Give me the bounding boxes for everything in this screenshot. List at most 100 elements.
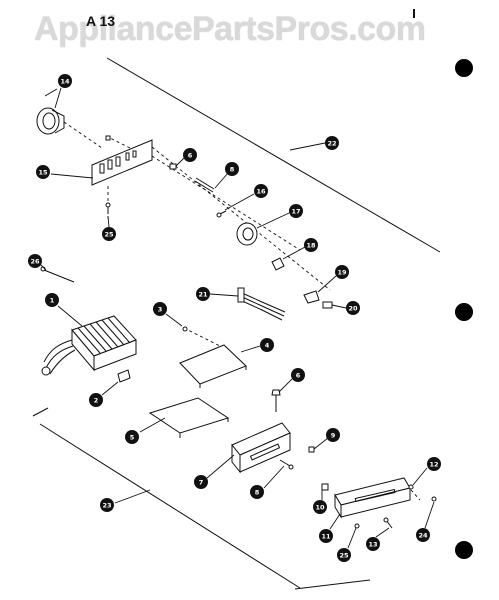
callout-number: 2 — [94, 396, 99, 404]
callout-24: 24 — [416, 528, 430, 542]
callout-number: 23 — [102, 501, 111, 509]
callout-bubble — [289, 204, 303, 218]
lower-assembly-bracket — [32, 407, 371, 590]
callout-11: 11 — [319, 529, 333, 543]
callout-bubble — [100, 498, 114, 512]
callout-3: 3 — [153, 302, 167, 316]
callout-bubble — [28, 254, 42, 268]
callout-number: 20 — [348, 304, 358, 312]
screw-part-lower-25 — [347, 523, 360, 549]
callout-13: 13 — [366, 537, 380, 551]
wire-harness-part — [209, 287, 286, 321]
pin-part — [39, 263, 75, 283]
terminal-block-part — [41, 305, 137, 376]
knob-part — [216, 193, 255, 218]
callout-number: 25 — [104, 230, 114, 238]
watermark: AppliancePartsPros.com — [34, 10, 426, 48]
callout-8: 8 — [250, 485, 264, 499]
callout-1: 1 — [45, 293, 59, 307]
callout-6: 6 — [291, 368, 305, 382]
callout-bubble — [254, 184, 268, 198]
callout-4: 4 — [260, 338, 274, 352]
callout-19: 19 — [335, 265, 349, 279]
screw-part-13 — [375, 517, 393, 538]
callout-layer: 1234567896810111213141516171819202122232… — [28, 74, 441, 562]
callout-number: 8 — [230, 165, 235, 173]
callout-number: 4 — [265, 341, 270, 349]
dial-part — [236, 212, 290, 246]
callout-number: 13 — [368, 540, 377, 548]
callout-bubble — [319, 529, 333, 543]
callout-17: 17 — [289, 204, 303, 218]
callout-bubble — [313, 500, 327, 514]
callout-number: 6 — [296, 371, 301, 379]
callout-number: 14 — [60, 77, 70, 85]
screw-part-24 — [424, 496, 437, 529]
cap-part — [322, 301, 347, 309]
callout-21: 21 — [196, 287, 210, 301]
mounting-plate-part — [179, 344, 261, 388]
callout-number: 11 — [321, 532, 331, 540]
callout-bubble — [196, 287, 210, 301]
callout-number: 5 — [130, 433, 135, 441]
callout-bubble — [89, 393, 103, 407]
callout-6: 6 — [183, 148, 197, 162]
page-label: A 13 — [86, 13, 116, 29]
corner-tick-mark — [413, 9, 415, 18]
callout-bubble — [366, 537, 380, 551]
timer-clock-part — [36, 87, 103, 149]
screw-part — [165, 313, 229, 351]
screw-part-lower — [263, 459, 294, 489]
callout-23: 23 — [100, 498, 114, 512]
insulator-plate-part — [139, 397, 230, 438]
callout-number: 17 — [291, 207, 300, 215]
screw-part-upper — [105, 202, 111, 228]
callout-16: 16 — [254, 184, 268, 198]
callout-26: 26 — [28, 254, 42, 268]
callout-8: 8 — [225, 162, 239, 176]
callout-number: 24 — [418, 531, 428, 539]
small-bracket-part — [101, 369, 131, 396]
callout-bubble — [346, 301, 360, 315]
screw-part-right — [408, 467, 428, 501]
callout-number: 6 — [188, 151, 193, 159]
callout-bubble — [337, 548, 351, 562]
callout-25: 25 — [102, 227, 116, 241]
clip-part — [271, 246, 306, 271]
upper-assembly-bracket — [44, 57, 441, 253]
spring-part — [321, 483, 329, 500]
switch-housing-part — [206, 422, 291, 479]
callout-number: 9 — [331, 431, 336, 439]
switch-part — [329, 477, 411, 530]
callout-number: 19 — [337, 268, 347, 276]
callout-number: 1 — [50, 296, 55, 304]
callout-number: 18 — [306, 241, 316, 249]
callout-bubble — [45, 293, 59, 307]
nut-part-upper — [169, 157, 185, 170]
callout-5: 5 — [125, 430, 139, 444]
callout-12: 12 — [427, 457, 441, 471]
callout-bubble — [325, 136, 339, 150]
callout-bubble — [335, 265, 349, 279]
callout-number: 15 — [38, 168, 48, 176]
callout-bubble — [225, 162, 239, 176]
callout-number: 26 — [30, 257, 40, 265]
callout-bubble — [183, 148, 197, 162]
shaft-part-upper — [194, 172, 229, 193]
callout-20: 20 — [346, 301, 360, 315]
callout-bubble — [58, 74, 72, 88]
callout-2: 2 — [89, 393, 103, 407]
callout-10: 10 — [313, 500, 327, 514]
callout-number: 7 — [199, 478, 204, 486]
callout-18: 18 — [304, 238, 318, 252]
callout-bubble — [326, 428, 340, 442]
callout-number: 12 — [429, 460, 438, 468]
callout-bubble — [125, 430, 139, 444]
callout-number: 22 — [327, 139, 336, 147]
binder-hole-top — [455, 59, 473, 77]
binder-hole-bottom — [455, 541, 473, 559]
callout-9: 9 — [326, 428, 340, 442]
callout-number: 25 — [339, 551, 349, 559]
